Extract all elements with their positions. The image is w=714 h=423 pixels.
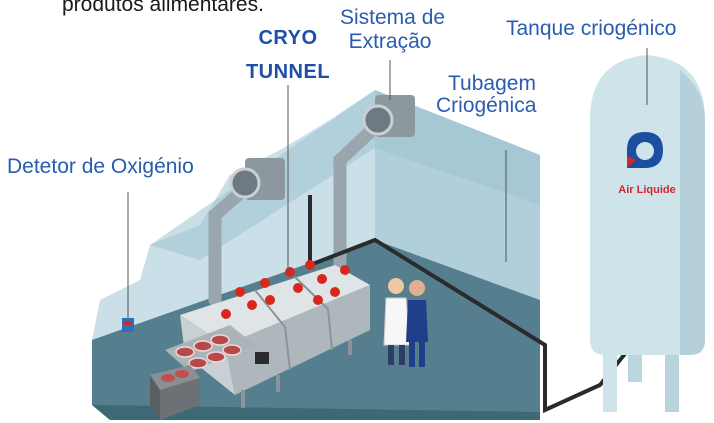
pipe-label-line2: Criogénica bbox=[436, 94, 537, 117]
workers bbox=[383, 278, 428, 367]
pipe-label-line1: Tubagem bbox=[448, 72, 536, 95]
fan-icon bbox=[362, 104, 394, 136]
logo-text: Air Liquide bbox=[618, 184, 676, 196]
caption-fragment: produtos alimentares. bbox=[62, 0, 264, 16]
oxygen-detector bbox=[122, 192, 134, 332]
product-crate bbox=[150, 365, 200, 420]
extraction-label-line2: Extração bbox=[348, 30, 432, 53]
fan-icon bbox=[229, 167, 261, 199]
tunnel-valves bbox=[221, 260, 350, 319]
cryo-tunnel bbox=[165, 260, 370, 408]
extraction-fans bbox=[229, 95, 415, 200]
cryogenic-tank bbox=[590, 48, 705, 412]
extraction-label-line1: Sistema de bbox=[340, 6, 446, 29]
tunnel-label-line1: CRYO bbox=[258, 27, 318, 49]
air-liquide-logo-icon bbox=[627, 132, 663, 168]
detector-label: Detetor de Oxigénio bbox=[7, 155, 194, 178]
room bbox=[92, 90, 540, 420]
tank-label: Tanque criogénico bbox=[506, 17, 677, 40]
tunnel-label-line2: TUNNEL bbox=[245, 61, 331, 83]
